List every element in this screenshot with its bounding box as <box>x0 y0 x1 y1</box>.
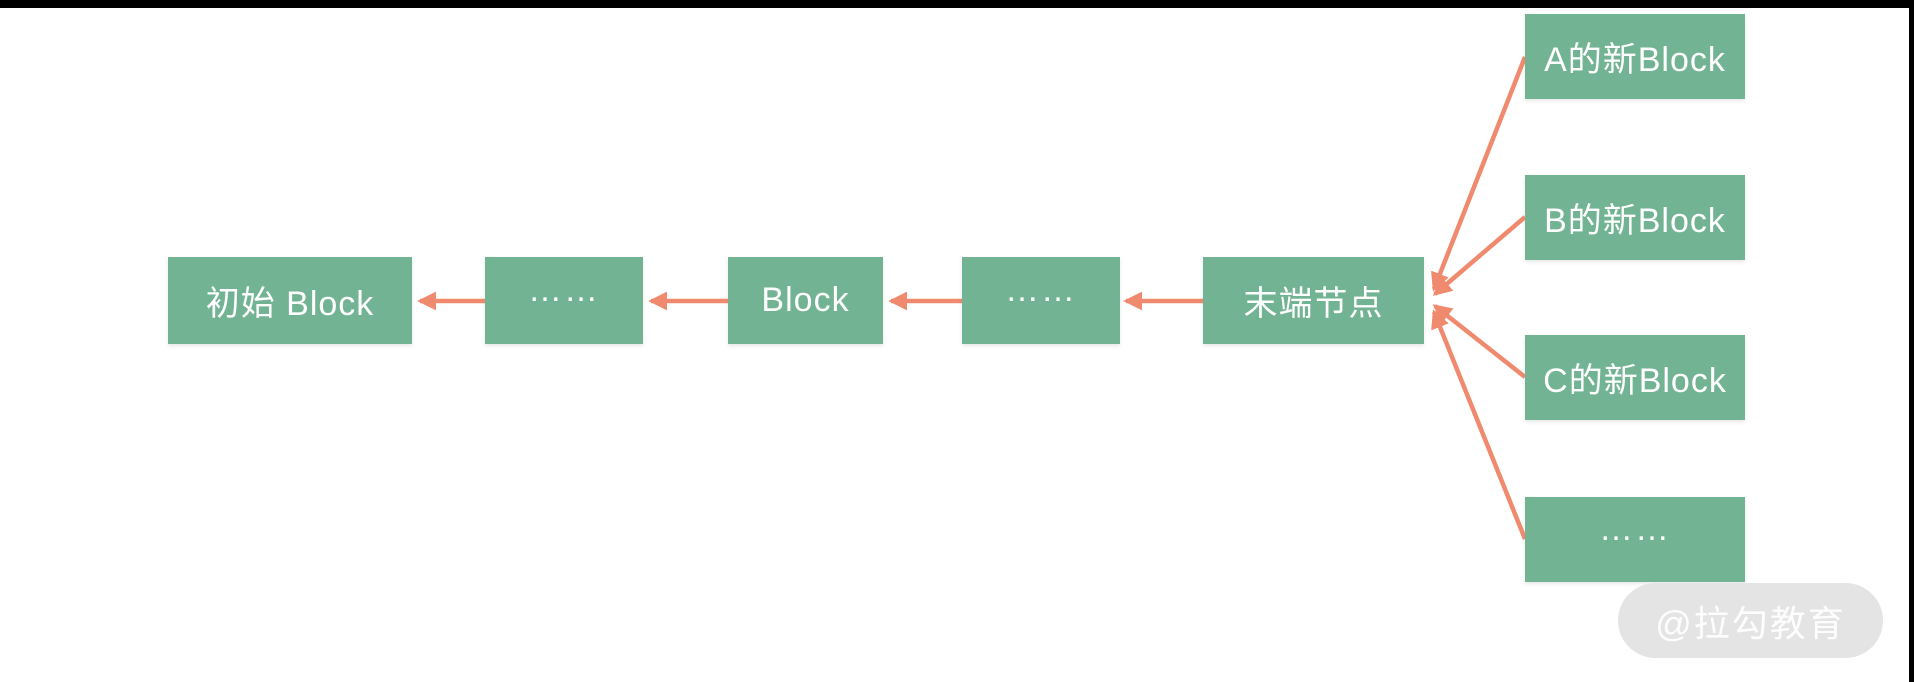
node-block: Block <box>728 257 883 344</box>
node-genesis-block: 初始 Block <box>168 257 412 344</box>
node-new-block-b: B的新Block <box>1525 175 1745 260</box>
node-tail-label: 末端节点 <box>1243 285 1384 323</box>
node-new-block-ellipsis: …… <box>1525 497 1745 582</box>
node-new-block-b-label: B的新Block <box>1544 202 1726 240</box>
arrow-newb-to-tail <box>1432 215 1527 296</box>
node-new-block-a: A的新Block <box>1525 14 1745 99</box>
node-tail: 末端节点 <box>1203 257 1424 344</box>
node-ellipsis-2-label: …… <box>1005 270 1077 309</box>
node-ellipsis-1-label: …… <box>528 270 600 309</box>
node-block-label: Block <box>761 281 850 319</box>
watermark-badge: @拉勾教育 <box>1618 583 1883 658</box>
node-new-block-c: C的新Block <box>1525 335 1745 420</box>
node-new-block-c-label: C的新Block <box>1543 362 1727 400</box>
watermark-text: @拉勾教育 <box>1655 602 1846 644</box>
node-ellipsis-2: …… <box>962 257 1120 344</box>
node-new-block-a-label: A的新Block <box>1544 41 1726 79</box>
arrow-newd-to-tail <box>1431 309 1528 540</box>
arrow-newa-to-tail <box>1431 56 1528 292</box>
node-new-block-ellipsis-label: …… <box>1599 509 1671 548</box>
arrow-newc-to-tail <box>1432 304 1527 379</box>
top-black-bar <box>0 0 1914 8</box>
right-black-bar <box>1909 0 1914 682</box>
node-genesis-block-label: 初始 Block <box>205 285 375 323</box>
node-ellipsis-1: …… <box>485 257 643 344</box>
